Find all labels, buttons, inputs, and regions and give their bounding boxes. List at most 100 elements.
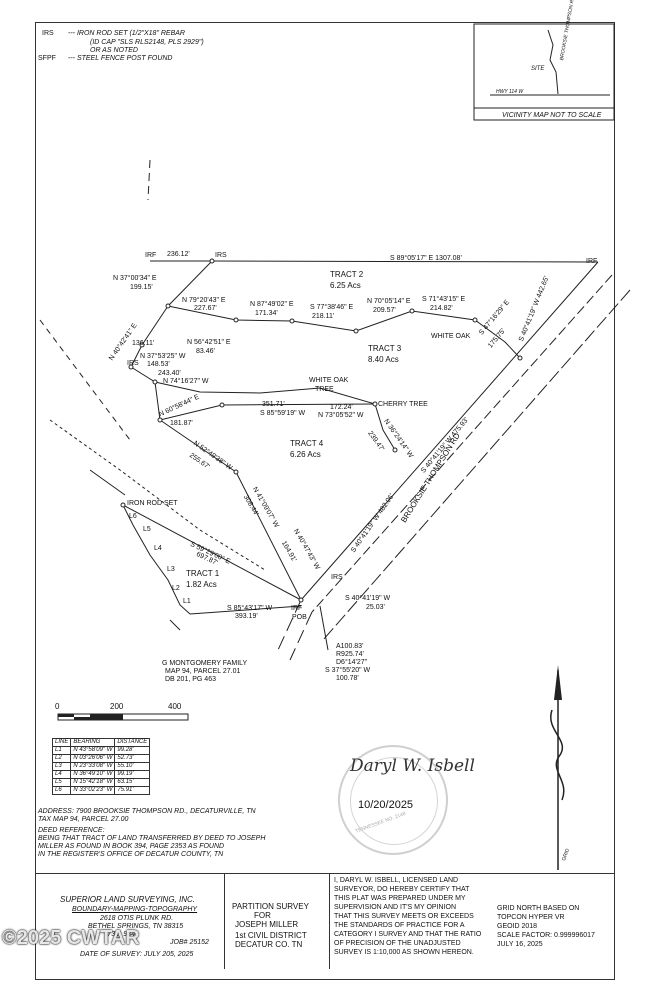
road-centerline bbox=[311, 274, 613, 613]
cell-line: L1 bbox=[51, 746, 72, 755]
tract-2-acres: 6.25 Acs bbox=[330, 281, 361, 290]
label-b23: S 85°43'17" W bbox=[227, 605, 273, 612]
cert-line-7: CATEGORY I SURVEY AND THAT THE RATIO bbox=[334, 931, 482, 938]
tract3-4-divider bbox=[154, 381, 396, 451]
label-owner-1: G MONTGOMERY FAMILY bbox=[162, 660, 248, 667]
tract3-west bbox=[130, 305, 169, 383]
grid-note-1: GRID NORTH BASED ON bbox=[497, 905, 580, 912]
cert-line-4: SUPERVISION AND IT'S MY OPINION bbox=[334, 904, 457, 911]
label-L2: L2 bbox=[172, 585, 180, 592]
label-b10: N 56°42'51" E bbox=[187, 339, 231, 346]
title-line-3: JOSEPH MILLER bbox=[235, 920, 299, 929]
surveyor-signature: Daryl W. Isbell bbox=[350, 756, 475, 776]
label-L3: L3 bbox=[167, 566, 175, 573]
cell-line: L5 bbox=[51, 778, 72, 787]
label-b15: 172.24' bbox=[330, 404, 353, 411]
label-white-oak-1: WHITE OAK bbox=[431, 333, 471, 340]
tract4-west-b bbox=[159, 419, 237, 473]
label-top-bearing: S 89°05'17" E 1307.08' bbox=[390, 255, 462, 262]
title-block-company-cell bbox=[35, 874, 225, 969]
label-b1: N 37°00'34" E bbox=[113, 275, 157, 282]
label-b3: N 87°49'02" E bbox=[250, 301, 294, 308]
road-east-line bbox=[300, 261, 599, 601]
label-b3d: 171.34' bbox=[255, 310, 278, 317]
address-line-2: TAX MAP 94, PARCEL 27.00 bbox=[38, 816, 129, 823]
label-b12d: 243.40' bbox=[158, 370, 181, 377]
vicinity-hwy-label: HWY 114 W bbox=[496, 89, 524, 95]
company-name: SUPERIOR LAND SURVEYING, INC. bbox=[60, 895, 195, 904]
label-iron-rod-set: IRON ROD SET bbox=[127, 500, 178, 507]
col-distance: DISTANCE bbox=[114, 738, 151, 747]
legend-sfpf-desc: --- STEEL FENCE POST FOUND bbox=[68, 55, 173, 62]
north-arrow-tip bbox=[554, 665, 562, 700]
label-curve-2: R925.74' bbox=[336, 651, 364, 658]
line-table-header: LINE BEARING DISTANCE bbox=[51, 738, 151, 747]
nw-line bbox=[167, 260, 213, 307]
cell-distance: 63.15' bbox=[114, 778, 151, 787]
label-b12: N 74°16'27" W bbox=[163, 378, 209, 385]
grid-note-3: GEOID 2018 bbox=[497, 923, 538, 930]
title-line-4: 1st CIVIL DISTRICT bbox=[235, 931, 307, 940]
tract-1-name: TRACT 1 bbox=[186, 569, 220, 578]
cell-distance: 99.19' bbox=[114, 770, 151, 779]
tract-1-acres: 1.82 Acs bbox=[186, 580, 217, 589]
creek-line bbox=[49, 419, 266, 571]
dashed-line-1 bbox=[147, 159, 151, 201]
legend-irs-desc: --- IRON ROD SET (1/2"X18" REBAR bbox=[68, 30, 185, 37]
label-pob: POB bbox=[292, 614, 307, 621]
label-b11: N 37°53'25" W bbox=[140, 353, 186, 360]
tract4-north bbox=[221, 403, 376, 406]
cell-bearing: N 33°02'23" W bbox=[70, 786, 116, 795]
label-L5: L5 bbox=[143, 526, 151, 533]
north-arrow bbox=[550, 670, 565, 870]
legend-irs-desc-2: (ID CAP "SLS RLS2148, PLS 2929") bbox=[90, 39, 204, 46]
scale-label-400: 400 bbox=[168, 702, 182, 711]
deed-line-2: MILLER AS FOUND IN BOOK 394, PAGE 2353 A… bbox=[38, 843, 225, 850]
curve-leader bbox=[319, 605, 329, 651]
label-b14b: S 85°59'19" W bbox=[260, 410, 306, 417]
deed-line-1: BEING THAT TRACT OF LAND TRANSFERRED BY … bbox=[38, 835, 266, 842]
label-top-dist-left: 236.12' bbox=[167, 251, 190, 258]
road-west-line bbox=[322, 289, 631, 641]
label-L4: L4 bbox=[154, 545, 162, 552]
south-dashed-1 bbox=[277, 599, 302, 651]
cell-line: L3 bbox=[51, 762, 72, 771]
label-irf-right: IRF bbox=[586, 258, 598, 265]
ref-line-2 bbox=[169, 619, 181, 631]
legend-irs-desc-3: OR AS NOTED bbox=[90, 47, 138, 54]
cell-bearing: N 03°26'06" W bbox=[70, 754, 116, 763]
ref-line bbox=[89, 469, 126, 496]
cert-line-8: OF PRECISION OF THE UNADJUSTED bbox=[334, 940, 461, 947]
south-dashed-2 bbox=[289, 611, 313, 661]
label-b11d: 148.53' bbox=[147, 361, 170, 368]
cell-bearing: N 23°33'08" W bbox=[70, 762, 116, 771]
deed-title: DEED REFERENCE: bbox=[38, 827, 105, 834]
label-irs-mid: IRS bbox=[331, 574, 343, 581]
label-b9d: 136.11' bbox=[132, 340, 155, 347]
label-curve-5: 100.78' bbox=[336, 675, 359, 682]
cert-line-5: THAT THIS SURVEY MEETS OR EXCEEDS bbox=[334, 913, 474, 920]
label-irs-small: IRS bbox=[127, 360, 139, 367]
cert-line-1: I, DARYL W. ISBELL, LICENSED LAND bbox=[334, 877, 459, 884]
company-phone: (731) 934- bbox=[105, 931, 138, 938]
label-b4: S 77°38'46" E bbox=[310, 304, 354, 311]
tract4-west-c bbox=[235, 471, 302, 601]
label-cherry-tree: CHERRY TREE bbox=[378, 401, 428, 408]
cell-distance: 75.91' bbox=[114, 786, 151, 795]
vicinity-site-label: SITE bbox=[531, 66, 545, 72]
label-irs-top: IRS bbox=[215, 252, 227, 259]
vicinity-road bbox=[547, 29, 559, 95]
plat-sheet-border bbox=[35, 22, 615, 980]
label-b13d: 181.87' bbox=[170, 420, 193, 427]
cell-bearing: N 36°49'10" W bbox=[70, 770, 116, 779]
scale-label-0: 0 bbox=[55, 702, 60, 711]
job-number: JOB# 25152 bbox=[170, 939, 209, 946]
dashed-line-2 bbox=[39, 319, 131, 441]
top-boundary bbox=[211, 260, 599, 263]
title-line-2: FOR bbox=[254, 911, 271, 920]
label-b5d: 209.57' bbox=[373, 307, 396, 314]
label-b5: N 70°05'14" E bbox=[367, 298, 411, 305]
